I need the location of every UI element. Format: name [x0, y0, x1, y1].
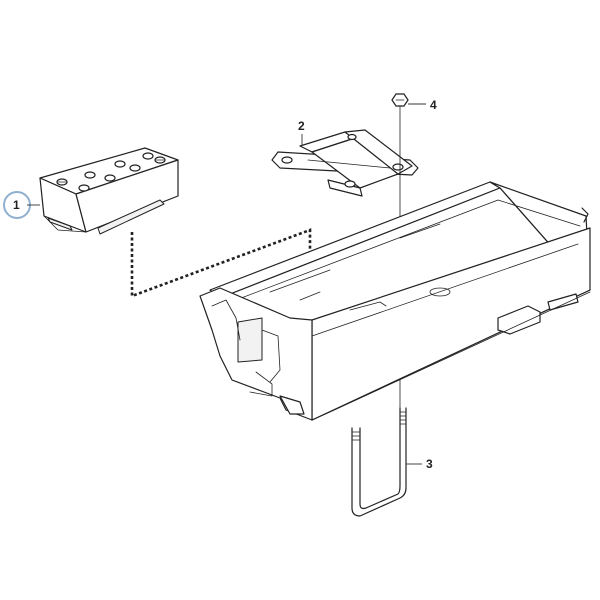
callout-2[interactable]: 2 — [298, 119, 305, 146]
nut[interactable] — [391, 93, 409, 107]
callout-1-label: 1 — [13, 198, 20, 212]
callout-1[interactable]: 1 — [3, 191, 40, 219]
callout-3-label: 3 — [426, 457, 433, 471]
battery-terminals — [56, 152, 166, 192]
callout-4[interactable]: 4 — [408, 98, 437, 112]
u-bolt[interactable] — [351, 407, 407, 517]
hold-down-clamp[interactable] — [271, 129, 419, 197]
callout-4-label: 4 — [430, 98, 437, 112]
battery[interactable] — [39, 147, 179, 235]
callout-2-label: 2 — [298, 119, 305, 133]
callout-3[interactable]: 3 — [406, 457, 433, 471]
battery-tray[interactable] — [199, 181, 591, 421]
